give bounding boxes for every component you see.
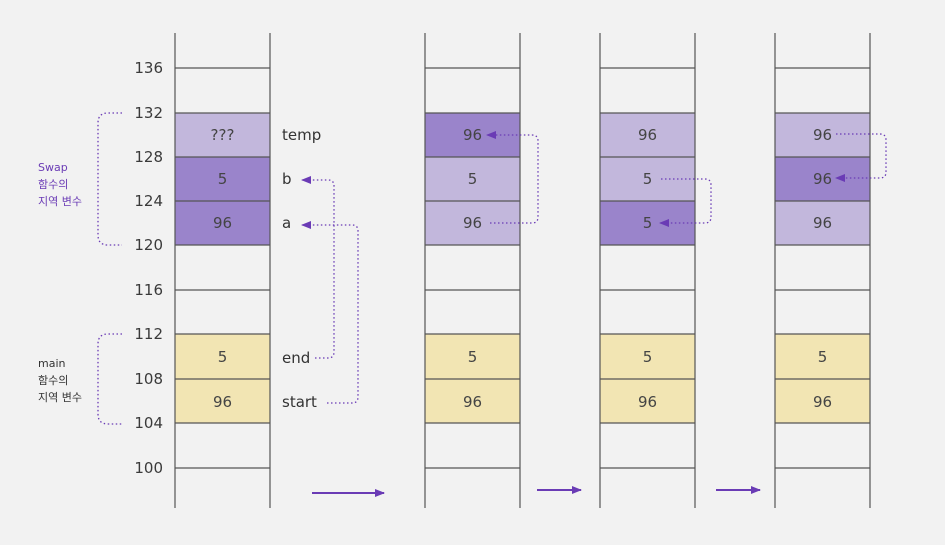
end-to-b-arrow <box>301 176 335 359</box>
stack-3-end-value: 5 <box>818 348 828 366</box>
swap-group-label-line: 함수의 <box>38 178 68 191</box>
stack-0-temp-cell <box>175 113 270 157</box>
address-labels: 136 132 128 124 120 116 112 108 104 100 <box>134 59 163 477</box>
stack-outlines <box>174 33 871 508</box>
stack-2-b-value: 5 <box>643 170 653 188</box>
stack-2-start-value: 96 <box>638 393 657 411</box>
address-label: 128 <box>134 148 163 166</box>
stack-1-end-value: 5 <box>468 348 478 366</box>
variable-names: temp b a end start <box>282 126 321 411</box>
swap-group-label-line: 지역 변수 <box>38 195 82 208</box>
stack-1-start-cell <box>425 379 520 423</box>
stack-3-start-cell <box>775 379 870 423</box>
stack-0 <box>175 113 270 423</box>
stack-0-start-value: 96 <box>213 393 232 411</box>
stack-1-a-value: 96 <box>463 214 482 232</box>
stack-3-a-cell <box>775 201 870 245</box>
stack-0-b-cell <box>175 157 270 201</box>
step-arrows <box>312 486 761 497</box>
address-label: 100 <box>134 459 163 477</box>
stack-2-b-cell <box>600 157 695 201</box>
stack-3-temp-cell <box>775 113 870 157</box>
address-label: 116 <box>134 281 163 299</box>
b-to-a-arrow <box>659 178 712 227</box>
stack-3-start-value: 96 <box>813 393 832 411</box>
stack-0-b-value: 5 <box>218 170 228 188</box>
stack-2-end-value: 5 <box>643 348 653 366</box>
stack-0-temp-value: ??? <box>211 126 235 144</box>
stack-2-end-cell <box>600 334 695 379</box>
main-group-label-line: 함수의 <box>38 374 68 387</box>
stack-2-start-cell <box>600 379 695 423</box>
stack-0-end-cell <box>175 334 270 379</box>
stack-2-temp-cell <box>600 113 695 157</box>
address-label: 132 <box>134 104 163 122</box>
stack-3-b-cell <box>775 157 870 201</box>
var-name-temp: temp <box>282 126 321 144</box>
swap-group-label-line: Swap <box>38 161 68 174</box>
stack-1 <box>425 113 520 423</box>
stack-0-a-value: 96 <box>213 214 232 232</box>
main-group-label-line: main <box>38 357 66 370</box>
main-group-label: main 함수의 지역 변수 <box>38 357 82 404</box>
swap-group-bracket <box>97 112 122 246</box>
stack-1-a-cell <box>425 201 520 245</box>
main-group-bracket <box>97 333 122 425</box>
stack-2-a-value: 5 <box>643 214 653 232</box>
var-name-a: a <box>282 214 291 232</box>
stack-1-b-cell <box>425 157 520 201</box>
var-name-b: b <box>282 170 292 188</box>
address-label: 104 <box>134 414 163 432</box>
stack-1-b-value: 5 <box>468 170 478 188</box>
group-brackets <box>97 112 122 425</box>
stack-3-a-value: 96 <box>813 214 832 232</box>
cell-values: ??? 5 96 5 96 96 5 96 5 96 96 5 5 5 96 9… <box>211 126 832 411</box>
stack-1-start-value: 96 <box>463 393 482 411</box>
stack-2-temp-value: 96 <box>638 126 657 144</box>
stack-0-start-cell <box>175 379 270 423</box>
dotted-arrows <box>301 131 887 404</box>
address-label: 124 <box>134 192 163 210</box>
address-label: 136 <box>134 59 163 77</box>
main-group-label-line: 지역 변수 <box>38 391 82 404</box>
stack-3 <box>775 113 870 423</box>
stack-2 <box>600 113 695 423</box>
stack-3-b-value: 96 <box>813 170 832 188</box>
var-name-start: start <box>282 393 317 411</box>
stack-1-temp-value: 96 <box>463 126 482 144</box>
address-label: 112 <box>134 325 163 343</box>
stack-1-end-cell <box>425 334 520 379</box>
temp-to-b-arrow <box>835 133 887 182</box>
address-label: 120 <box>134 236 163 254</box>
stack-0-a-cell <box>175 201 270 245</box>
stack-3-end-cell <box>775 334 870 379</box>
a-to-temp-arrow <box>486 131 539 224</box>
swap-group-label: Swap 함수의 지역 변수 <box>38 161 82 208</box>
stack-3-temp-value: 96 <box>813 126 832 144</box>
start-to-a-arrow <box>301 221 359 404</box>
var-name-end: end <box>282 349 310 367</box>
address-label: 108 <box>134 370 163 388</box>
stack-0-end-value: 5 <box>218 348 228 366</box>
